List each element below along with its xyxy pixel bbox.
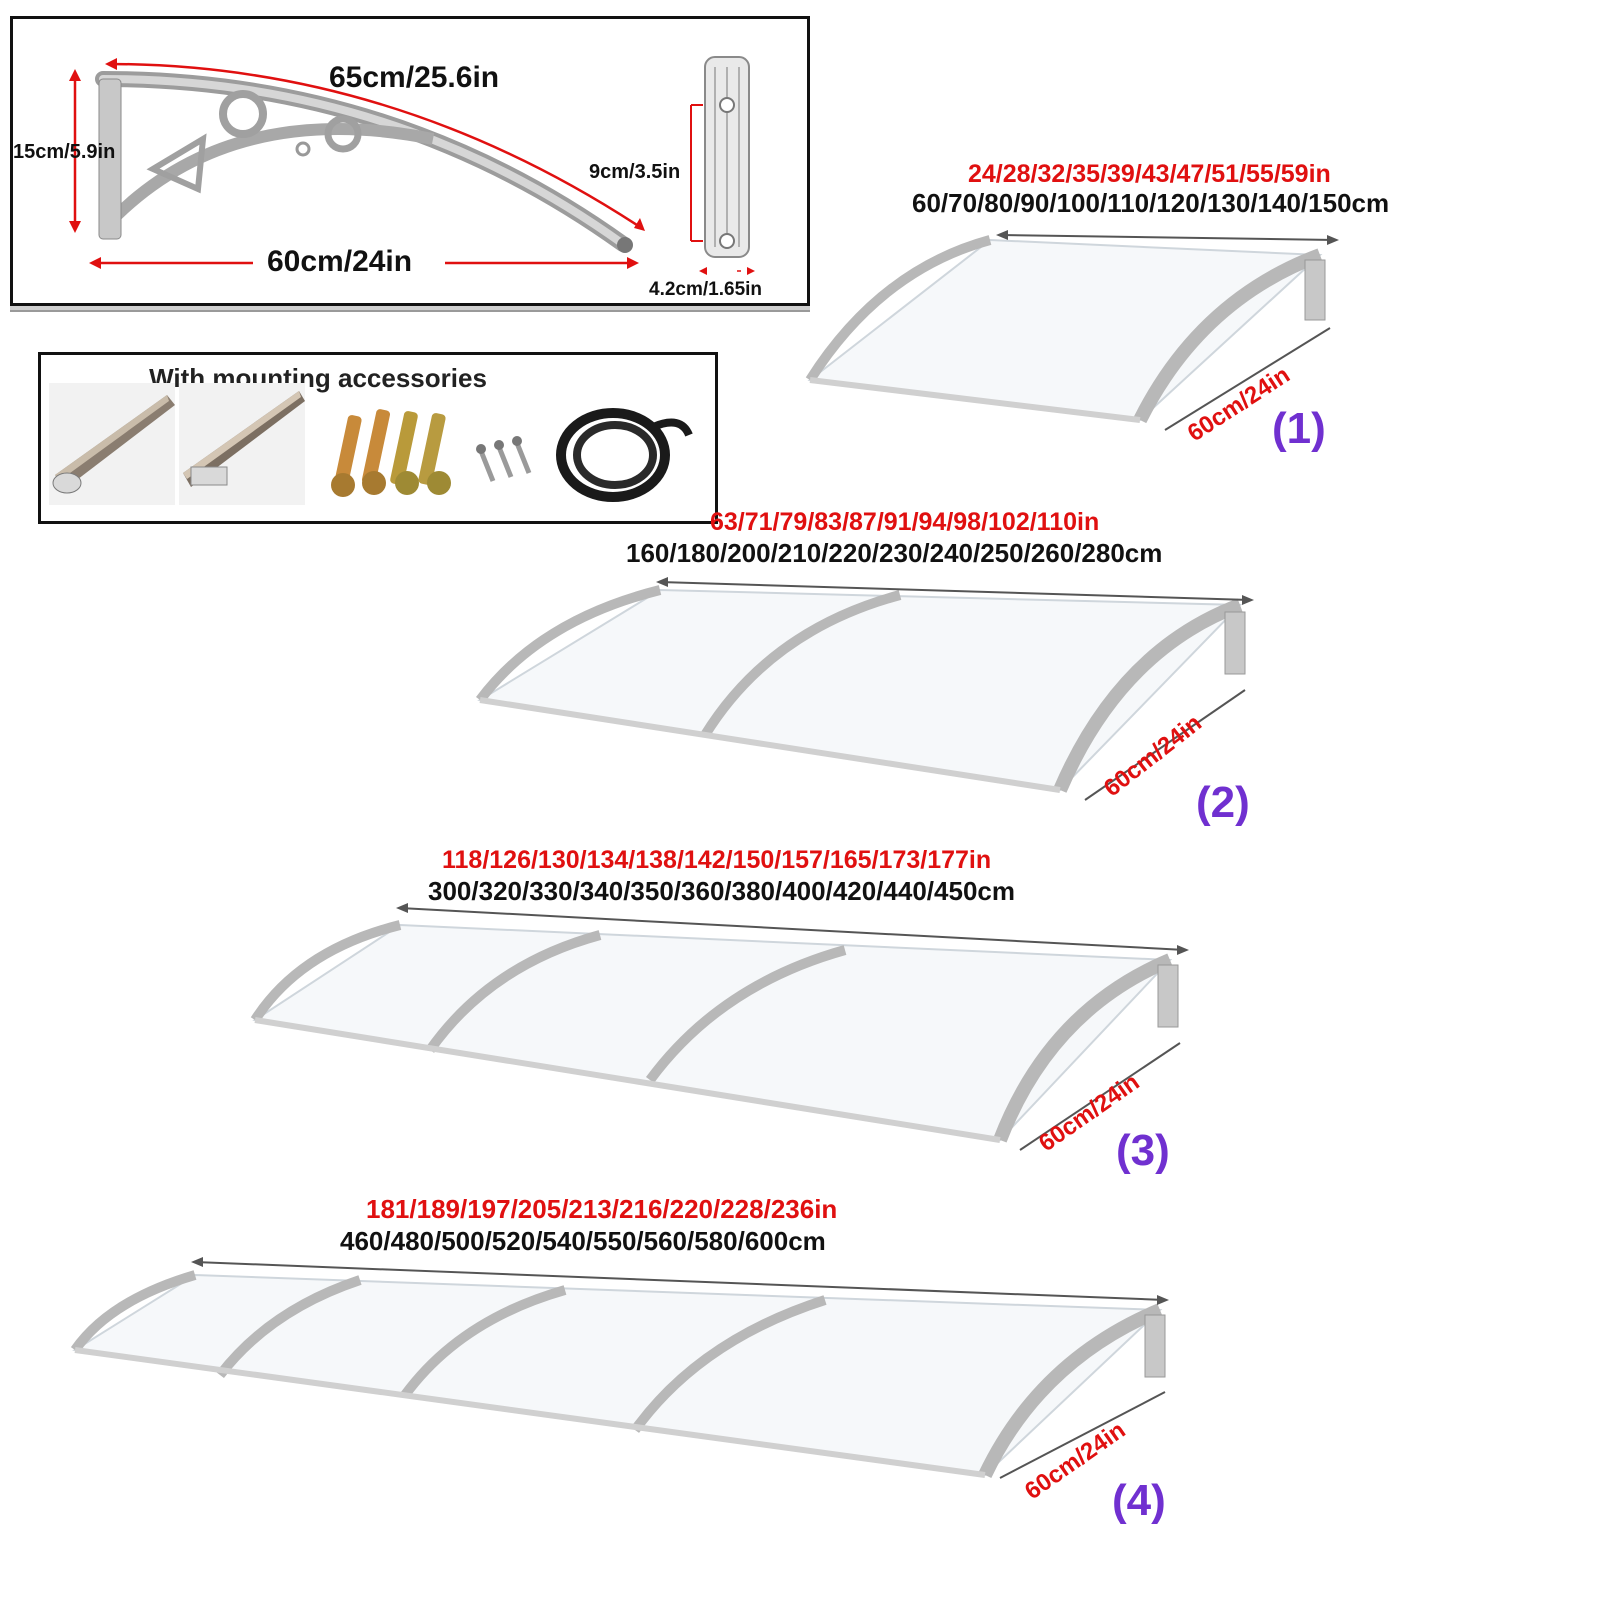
bracket-length-label: 65cm/25.6in [329,61,500,94]
canopy-2-inches: 63/71/79/83/87/91/94/98/102/110in [710,508,1100,536]
plate-height-label: 9cm/3.5in [589,161,681,183]
plate-width-label: 4.2cm/1.65in [649,279,763,300]
bracket-depth-label: 60cm/24in [267,245,413,278]
anchor-bolts-icon [331,409,451,497]
canopy-3-cm: 300/320/330/340/350/360/380/400/420/440/… [428,876,1015,906]
accessories-illustration [49,383,693,505]
canopy-4-cm: 460/480/500/520/540/550/560/580/600cm [340,1226,826,1256]
canopy-4-inches: 181/189/197/205/213/216/220/228/236in [366,1194,838,1224]
canopy-1-cm: 60/70/80/90/100/110/120/130/140/150cm [912,188,1390,218]
canopy-4-label: (4) [1112,1476,1166,1525]
bracket-diagram-panel: 65cm/25.6in 15cm/5.9in 60cm/24in 9cm/3.5… [10,16,810,306]
canopy-2-depth: 60cm/24in [1098,709,1207,803]
canopy-3-inches: 118/126/130/134/138/142/150/157/165/173/… [442,846,992,874]
rubber-seal-icon [556,408,693,502]
canopy-2-cm: 160/180/200/210/220/230/240/250/260/280c… [626,538,1163,568]
bracket-illustration [69,56,755,275]
canopy-3-label: (3) [1116,1126,1170,1175]
canopy-1-inches: 24/28/32/35/39/43/47/51/55/59in [968,160,1331,188]
canopy-1-label: (1) [1272,404,1326,453]
screws-icon [476,436,532,482]
canopy-2-label: (2) [1196,778,1250,827]
accessories-panel: With mounting accessories [38,352,718,524]
bracket-height-label: 15cm/5.9in [13,141,116,163]
